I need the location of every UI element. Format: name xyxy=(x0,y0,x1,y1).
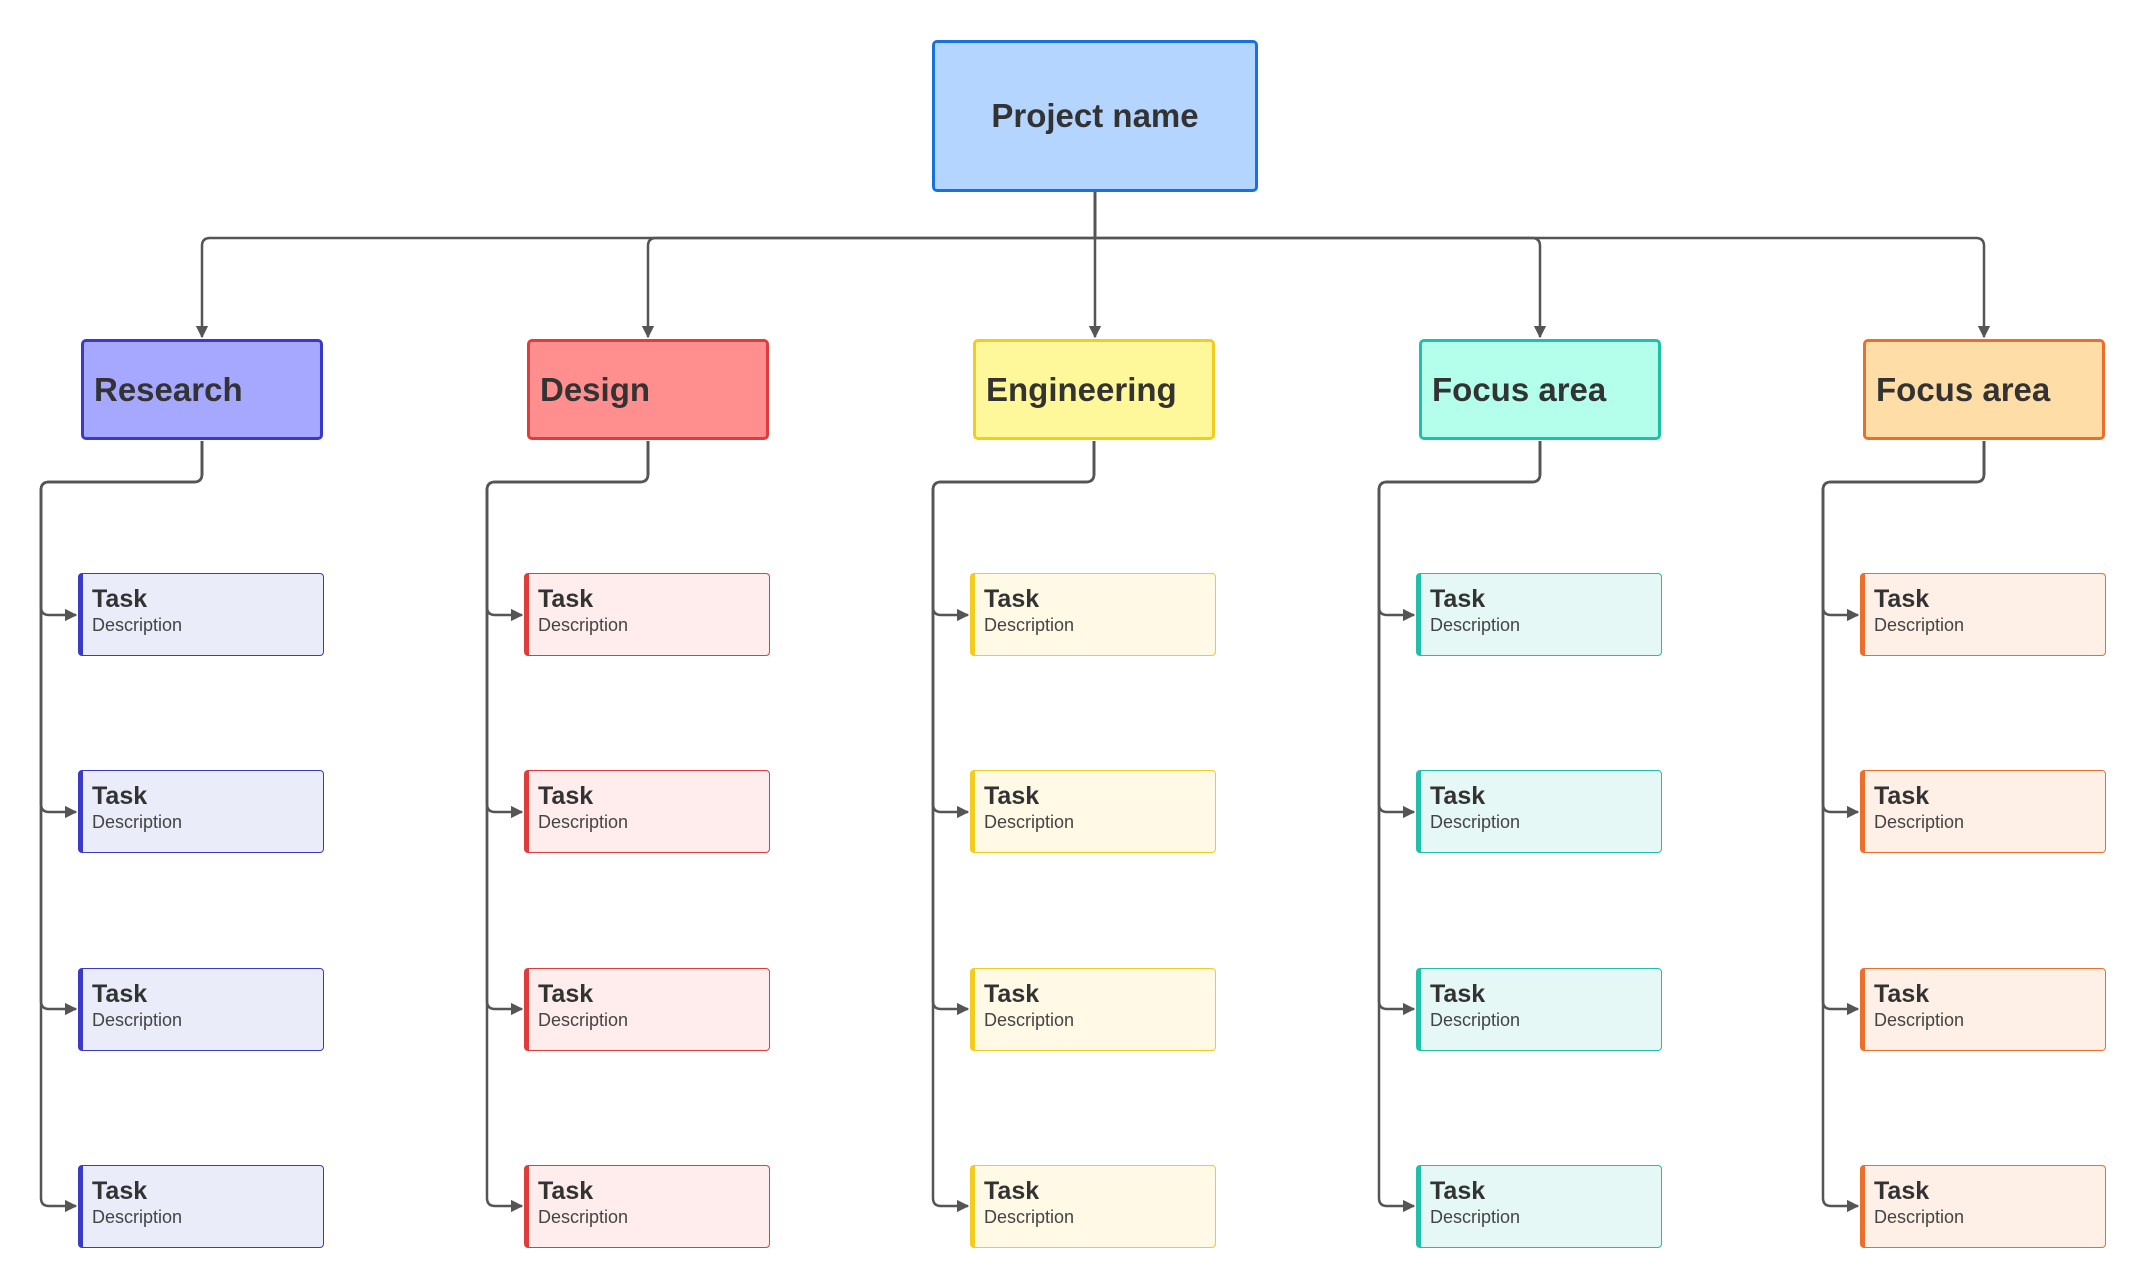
task-title: Task xyxy=(1430,980,1486,1008)
task-description: Description xyxy=(984,615,1075,635)
task-title: Task xyxy=(984,1177,1040,1205)
task-description: Description xyxy=(1430,1010,1521,1030)
task-description: Description xyxy=(92,812,183,832)
task-title: Task xyxy=(92,782,148,810)
task-title: Task xyxy=(538,585,594,613)
connector-engineering-to-task-4 xyxy=(931,441,1096,1213)
connector-focus-area-1-to-task-4 xyxy=(1377,441,1542,1213)
task-description: Description xyxy=(984,1010,1075,1030)
task-description: Description xyxy=(984,812,1075,832)
category-node-focus-area-1[interactable]: Focus area xyxy=(1419,339,1661,440)
connector-research-to-task-4 xyxy=(39,441,204,1213)
task-description: Description xyxy=(1874,1207,1965,1227)
category-node-research[interactable]: Research xyxy=(81,339,323,440)
task-title: Task xyxy=(92,585,148,613)
category-node-focus-area-2[interactable]: Focus area xyxy=(1863,339,2105,440)
connector-root-to-design xyxy=(641,192,1097,339)
task-title: Task xyxy=(538,1177,594,1205)
connector-root-to-research xyxy=(195,192,1097,339)
task-description: Description xyxy=(538,812,629,832)
task-description: Description xyxy=(1874,812,1965,832)
task-title: Task xyxy=(538,980,594,1008)
task-description: Description xyxy=(1874,1010,1965,1030)
task-title: Task xyxy=(984,782,1040,810)
task-description: Description xyxy=(538,1010,629,1030)
task-title: Task xyxy=(92,980,148,1008)
task-description: Description xyxy=(1430,812,1521,832)
task-title: Task xyxy=(984,585,1040,613)
task-title: Task xyxy=(1430,1177,1486,1205)
connector-design-to-task-4 xyxy=(485,441,650,1213)
task-description: Description xyxy=(1430,615,1521,635)
task-title: Task xyxy=(92,1177,148,1205)
task-description: Description xyxy=(538,1207,629,1227)
task-description: Description xyxy=(92,615,183,635)
task-title: Task xyxy=(1430,782,1486,810)
connector-focus-area-1-to-task-3 xyxy=(1377,441,1542,1016)
connector-root-to-focus-area-2 xyxy=(1093,192,1991,339)
category-node-engineering[interactable]: Engineering xyxy=(973,339,1215,440)
connector-root-to-focus-area-1 xyxy=(1093,192,1547,339)
connector-engineering-to-task-3 xyxy=(931,441,1096,1016)
task-title: Task xyxy=(1874,585,1930,613)
task-description: Description xyxy=(92,1010,183,1030)
task-description: Description xyxy=(984,1207,1075,1227)
task-description: Description xyxy=(1430,1207,1521,1227)
category-node-design[interactable]: Design xyxy=(527,339,769,440)
task-title: Task xyxy=(1874,782,1930,810)
task-description: Description xyxy=(538,615,629,635)
task-title: Task xyxy=(1430,585,1486,613)
task-description: Description xyxy=(92,1207,183,1227)
connector-research-to-task-3 xyxy=(39,441,204,1016)
task-description: Description xyxy=(1874,615,1965,635)
task-title: Task xyxy=(984,980,1040,1008)
task-title: Task xyxy=(1874,980,1930,1008)
task-title: Task xyxy=(538,782,594,810)
root-node-project-name[interactable]: Project name xyxy=(932,40,1258,192)
task-title: Task xyxy=(1874,1177,1930,1205)
connector-focus-area-2-to-task-4 xyxy=(1821,441,1986,1213)
connector-focus-area-2-to-task-3 xyxy=(1821,441,1986,1016)
connector-design-to-task-3 xyxy=(485,441,650,1016)
